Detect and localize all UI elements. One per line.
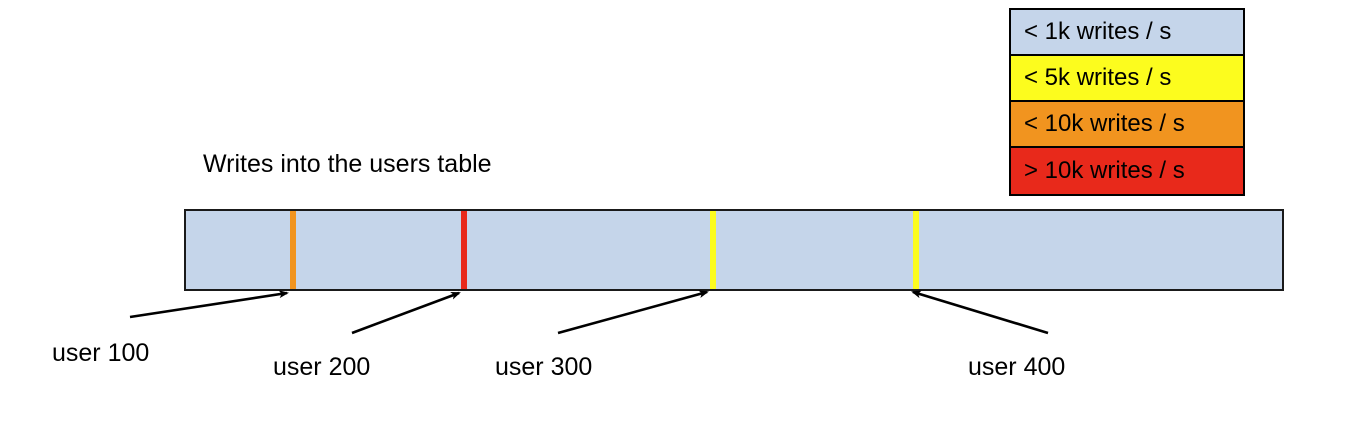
arrow-user-100: [129, 290, 289, 319]
callout-label-user-400: user 400: [968, 353, 1066, 381]
callout-label-user-200: user 200: [273, 353, 371, 381]
stripe-user-200: [461, 211, 467, 289]
arrow-user-400: [911, 290, 1049, 335]
stripe-user-400: [913, 211, 919, 289]
stripe-user-300: [710, 211, 716, 289]
legend-row-under-1k: < 1k writes / s: [1011, 10, 1243, 56]
legend-label-under-5k: < 5k writes / s: [1024, 64, 1172, 91]
arrow-user-200: [351, 291, 461, 335]
chart-title: Writes into the users table: [203, 150, 492, 178]
callout-label-user-300: user 300: [495, 353, 593, 381]
legend-label-under-1k: < 1k writes / s: [1024, 18, 1172, 45]
callout-label-user-100: user 100: [52, 339, 150, 367]
legend-label-over-10k: > 10k writes / s: [1024, 157, 1185, 184]
legend-row-over-10k: > 10k writes / s: [1011, 148, 1243, 194]
legend-row-under-10k: < 10k writes / s: [1011, 102, 1243, 148]
write-rate-legend: < 1k writes / s < 5k writes / s < 10k wr…: [1009, 8, 1245, 196]
users-table-bar: [184, 209, 1284, 291]
legend-row-under-5k: < 5k writes / s: [1011, 56, 1243, 102]
legend-label-under-10k: < 10k writes / s: [1024, 110, 1185, 137]
arrow-user-300: [557, 290, 709, 335]
stripe-user-100: [290, 211, 296, 289]
